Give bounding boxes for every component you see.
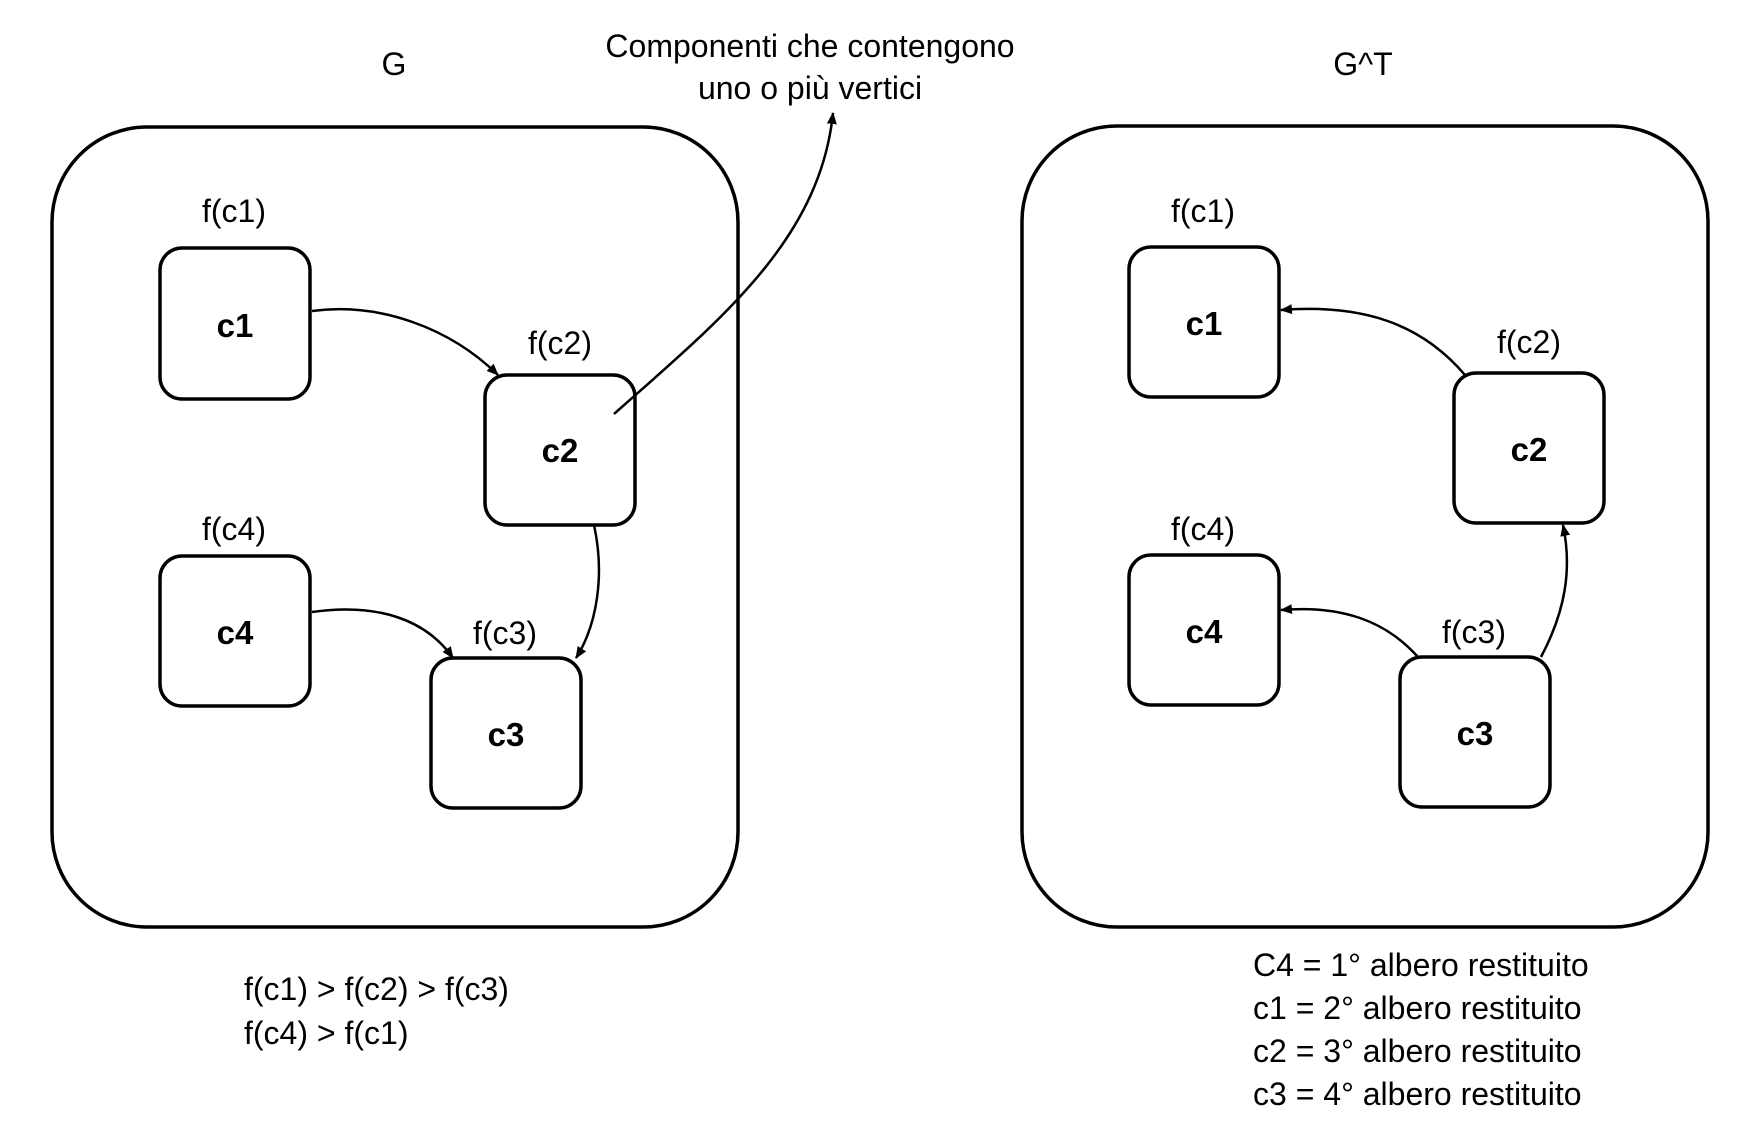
graph-gt: G^T f(c1) c1 f(c2) c2 f(c4) c4 f(c3) c3 [1020,46,1710,1112]
node-c4-left-f-label: f(c4) [202,511,266,547]
node-c4-left-box [158,554,312,708]
node-c2-left-f-label: f(c2) [528,325,592,361]
node-c2-left-box [483,373,637,527]
node-c1-left-f-label: f(c1) [202,193,266,229]
node-c1-left-label: c1 [217,307,254,344]
node-c4-right-label: c4 [1186,613,1223,650]
result-line-2: c1 = 2° albero restituito [1253,990,1582,1026]
node-c1-right-label: c1 [1186,305,1223,342]
edge-c4-to-c3-left [311,608,455,659]
node-c4-right-box [1127,553,1281,707]
order-line-1: f(c1) > f(c2) > f(c3) [244,971,509,1007]
node-c2-right-box [1452,371,1606,525]
order-line-2: f(c4) > f(c1) [244,1015,408,1051]
node-c4-left-label: c4 [217,614,254,651]
node-c3-right-f-label: f(c3) [1442,614,1506,650]
node-c4-right-f-label: f(c4) [1171,511,1235,547]
graph-g-frame [50,125,740,929]
node-c3-right: f(c3) c3 [1398,614,1552,809]
node-c3-right-label: c3 [1457,715,1494,752]
node-c2-right: f(c2) c2 [1452,324,1606,525]
graph-g-title: G [382,46,407,82]
node-c1-right-f-label: f(c1) [1171,193,1235,229]
node-c3-right-box [1398,655,1552,809]
node-c3-left: f(c3) c3 [429,615,583,810]
node-c2-right-f-label: f(c2) [1497,324,1561,360]
edge-c3-to-c2-right [1539,524,1571,658]
result-line-4: c3 = 4° albero restituito [1253,1076,1582,1112]
graph-g: G f(c1) c1 f(c2) c2 f(c4) c4 f(c3) c3 [50,28,1015,1051]
node-c4-left: f(c4) c4 [158,511,312,708]
node-c4-right: f(c4) c4 [1127,511,1281,707]
result-line-3: c2 = 3° albero restituito [1253,1033,1582,1069]
node-c1-right-box [1127,245,1281,399]
node-c3-left-box [429,656,583,810]
graph-gt-title: G^T [1333,46,1392,82]
node-c1-left-box [158,246,312,401]
edge-c3-to-c4-right [1280,604,1419,658]
graph-gt-frame [1020,124,1710,929]
edge-c2-to-c1-right [1280,304,1466,376]
annotation-line-1: Componenti che contengono [605,28,1014,64]
annotation-line-2: uno o più vertici [698,70,922,106]
node-c1-right: f(c1) c1 [1127,193,1281,399]
node-c2-right-label: c2 [1511,431,1548,468]
node-c1-left: f(c1) c1 [158,193,312,401]
edge-c1-to-c2-left [311,307,499,376]
node-c2-left-label: c2 [542,432,579,469]
result-line-1: C4 = 1° albero restituito [1253,947,1589,983]
edge-c2-to-c3-left [574,524,601,659]
node-c3-left-f-label: f(c3) [473,615,537,651]
node-c3-left-label: c3 [488,716,525,753]
annotation-arrow [613,112,837,415]
node-c2-left: f(c2) c2 [483,325,637,527]
